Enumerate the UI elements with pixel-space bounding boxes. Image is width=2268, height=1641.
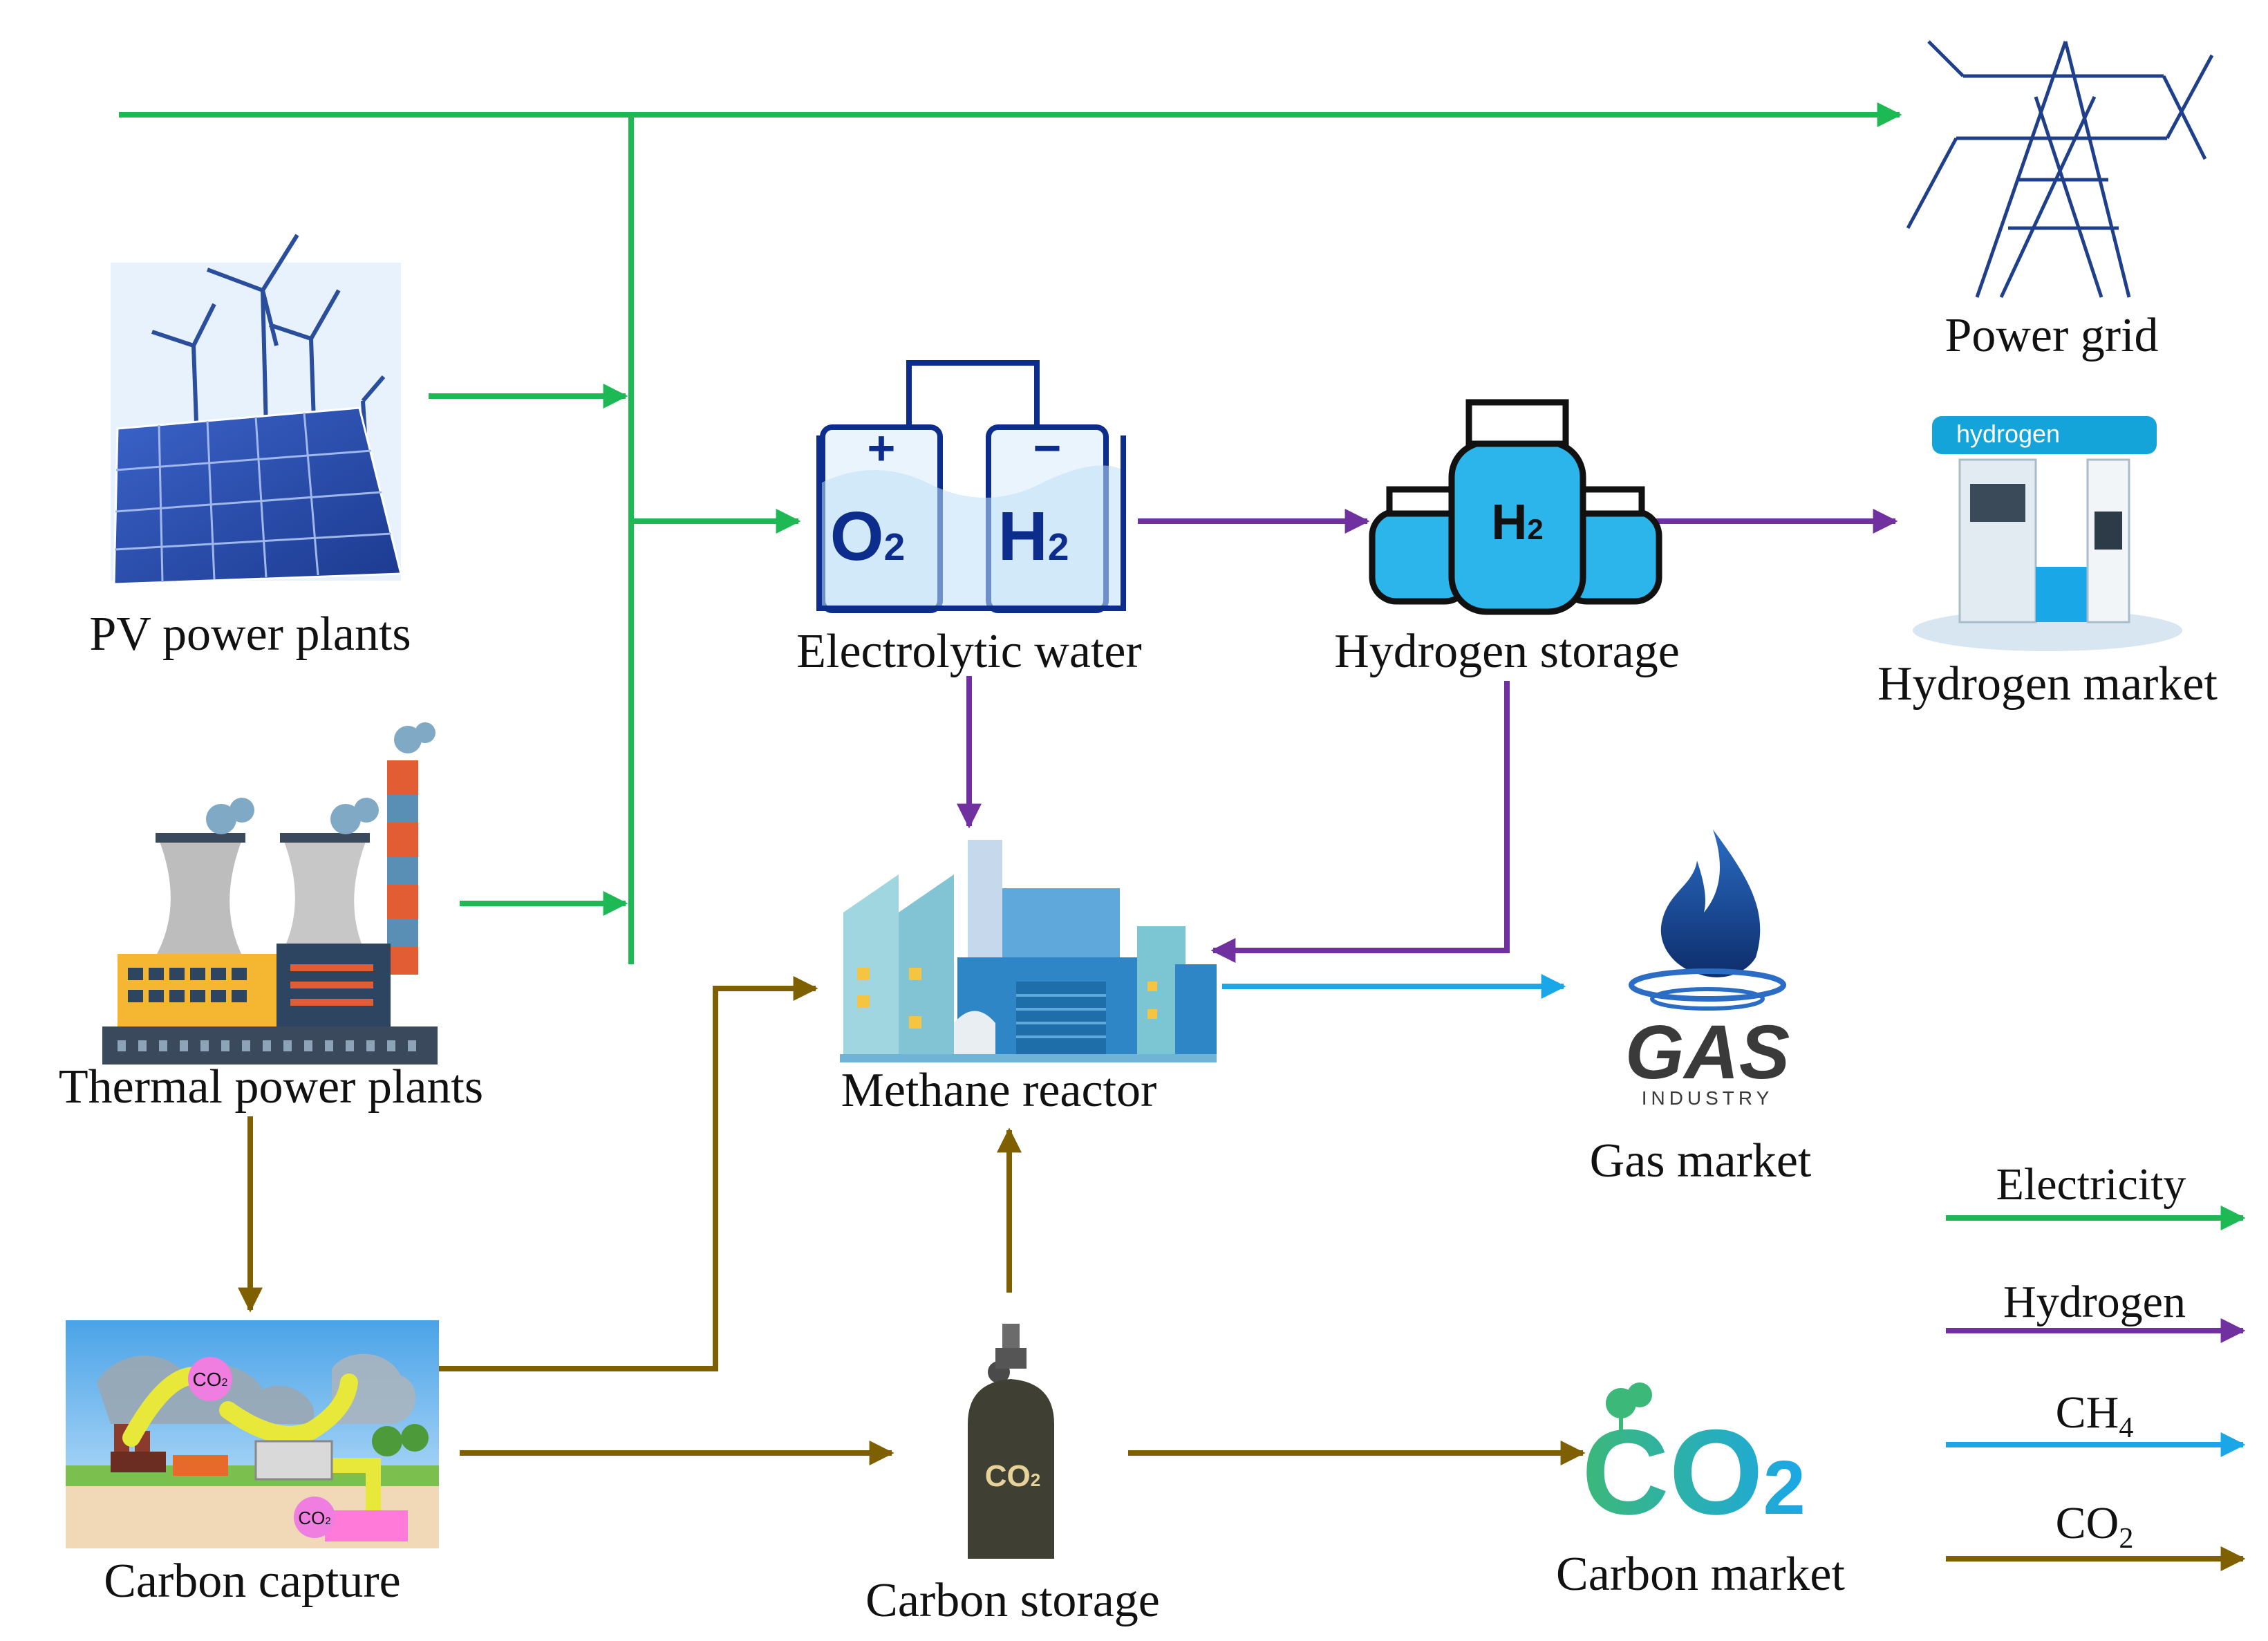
h2-symbol: H2	[998, 498, 1069, 575]
co2-flows	[238, 976, 1586, 1465]
methane-reactor-icon	[840, 840, 1217, 1062]
hydrogen-market-label: Hydrogen market	[1877, 657, 2218, 711]
capture-co2-bubble-top: CO2	[193, 1369, 228, 1390]
power-tower-icon	[1906, 40, 2214, 299]
legend-electricity-label: Electricity	[1996, 1159, 2186, 1210]
carbon-storage-label: Carbon storage	[865, 1574, 1160, 1627]
electricity-flows	[119, 102, 1902, 964]
electrolytic-water-label: Electrolytic water	[796, 625, 1141, 678]
capture-co2-bubble-bottom: CO2	[298, 1508, 330, 1528]
capture-to-methane-arrow	[437, 976, 818, 1371]
hydrogen-tanks-icon	[1369, 399, 1662, 615]
cylinder-co2-text: CO2	[985, 1459, 1040, 1493]
gas-flame-icon: GAS INDUSTRY	[1625, 829, 1790, 1109]
hydrogen-station-icon: hydrogen	[1913, 416, 2182, 651]
co2-market-icon: CO2	[1582, 1382, 1806, 1540]
power-grid-label: Power grid	[1944, 309, 2158, 362]
legend: Electricity Hydrogen CH4 CO2	[1946, 1159, 2246, 1571]
o2-symbol: O2	[830, 498, 905, 575]
storage-to-methane-arrow	[1210, 681, 1510, 963]
cathode-minus-sign: −	[1033, 421, 1062, 475]
pv-power-plants-label: PV power plants	[89, 608, 411, 661]
pv-wind-icon	[111, 234, 402, 585]
hydrogen-flows	[957, 509, 1898, 963]
thermal-power-plants-label: Thermal power plants	[59, 1060, 483, 1114]
legend-co2-label: CO2	[2056, 1498, 2134, 1555]
legend-hydrogen-label: Hydrogen	[2003, 1277, 2186, 1327]
electrolysis-cell-icon: + − O2 H2	[816, 360, 1126, 613]
methane-reactor-label: Methane reactor	[841, 1064, 1157, 1117]
gas-market-label: Gas market	[1590, 1134, 1812, 1188]
legend-ch4-label: CH4	[2056, 1387, 2134, 1444]
carbon-market-label: Carbon market	[1556, 1548, 1845, 1601]
h2-tank-label: H2	[1491, 495, 1543, 550]
hydrogen-storage-label: Hydrogen storage	[1334, 625, 1680, 678]
market-co2-text: CO2	[1582, 1405, 1806, 1540]
carbon-capture-label: Carbon capture	[104, 1555, 401, 1608]
co2-cylinder-icon: CO2	[968, 1324, 1054, 1559]
thermal-plant-icon	[102, 722, 438, 1065]
carbon-capture-icon: CO2 CO2	[66, 1320, 439, 1548]
gas-logo-text: GAS	[1625, 1010, 1790, 1095]
gas-logo-subtext: INDUSTRY	[1642, 1087, 1774, 1109]
station-sign-text: hydrogen	[1956, 420, 2060, 448]
anode-plus-sign: +	[868, 421, 896, 475]
